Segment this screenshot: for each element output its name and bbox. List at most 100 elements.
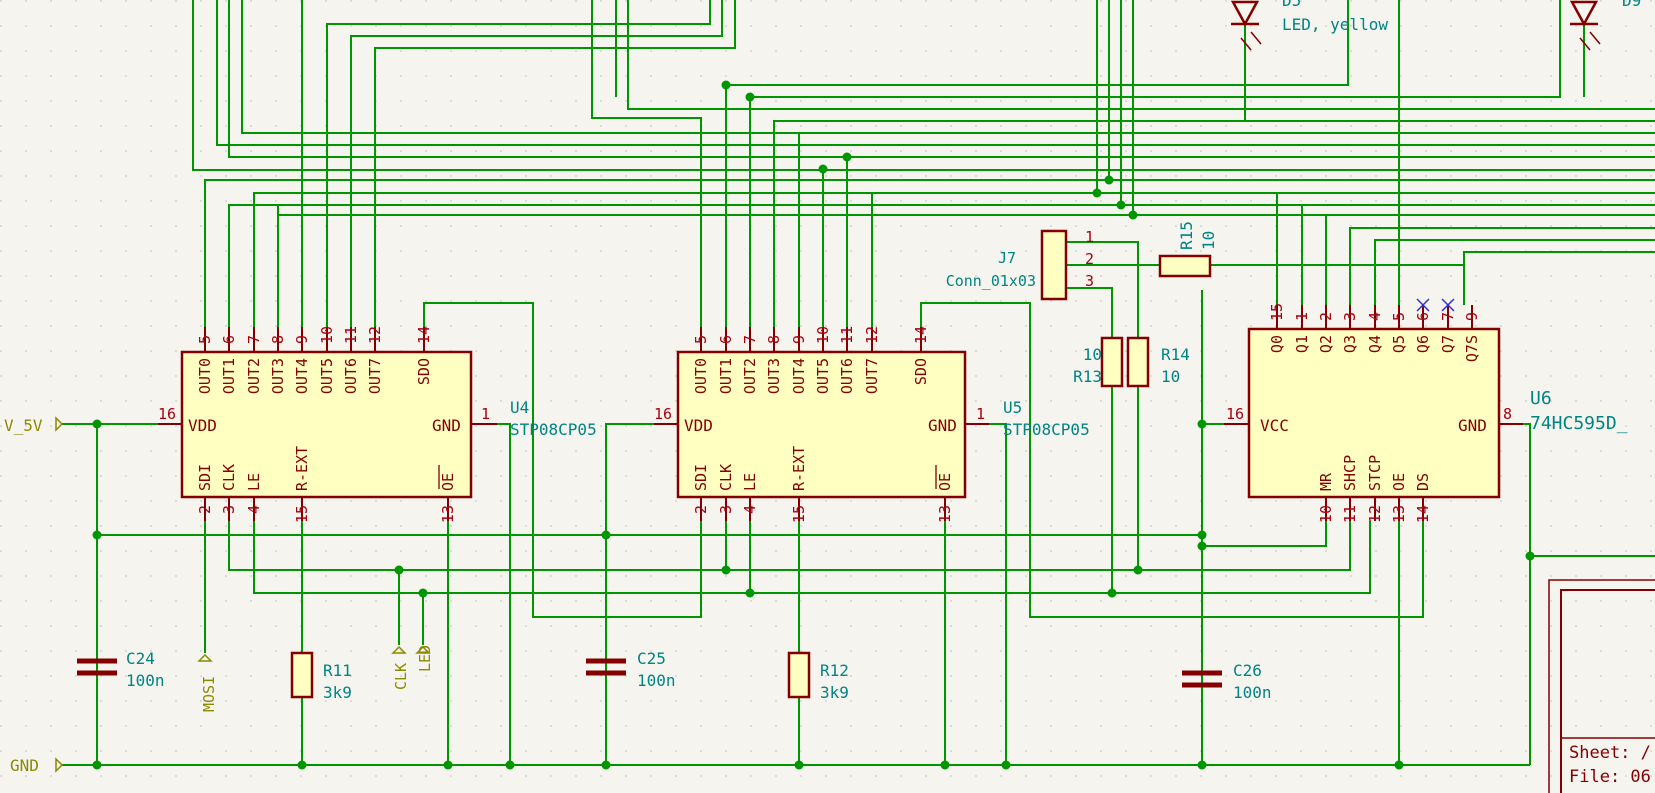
d5-symbol <box>1230 0 1262 51</box>
resistor-r15[interactable]: R15 10 <box>1177 221 1218 250</box>
u6-pin-vcc-name: VCC <box>1260 416 1289 435</box>
wire <box>497 423 511 765</box>
junction-dot <box>443 760 453 770</box>
junction-dot <box>1001 760 1011 770</box>
led-triangle <box>1569 0 1599 27</box>
v5v-flag <box>55 416 64 432</box>
wire <box>920 302 1424 618</box>
wire <box>253 521 1371 594</box>
u5-top-pin-num: 6 <box>717 335 735 344</box>
resistor-r12[interactable]: R12 3k9 <box>820 661 849 702</box>
d9-symbol <box>1569 0 1601 51</box>
j7-pin2-num: 2 <box>1085 250 1094 268</box>
junction-dot <box>940 760 950 770</box>
u4-top-pin-name: OUT7 <box>366 358 384 394</box>
capacitor-c25[interactable]: C25 100n <box>637 649 676 690</box>
resistor-r13[interactable]: 10 R13 <box>1073 345 1102 386</box>
u6-bottom-pin-name: SHCP <box>1341 455 1359 491</box>
net-label-gnd[interactable]: GND <box>10 756 39 775</box>
wire <box>423 302 702 618</box>
capacitor-c26[interactable]: C26 100n <box>1233 661 1272 702</box>
c26-ref: C26 <box>1233 661 1262 680</box>
net-label-mosi[interactable]: MOSI <box>200 676 218 712</box>
c25-value: 100n <box>637 671 676 690</box>
resistor-r14[interactable]: R14 10 <box>1161 345 1190 386</box>
u4-top-pin-name: OUT2 <box>245 358 263 394</box>
u5-pin-vdd-num: 16 <box>654 405 672 423</box>
u5-bottom-pin-num: 2 <box>692 505 710 514</box>
no-connect-x <box>1441 298 1455 312</box>
led-d9[interactable]: D9 <box>1622 0 1641 10</box>
junction-dot <box>818 164 828 174</box>
connector-j7[interactable]: J7 Conn_01x03 1 2 3 <box>946 228 1094 290</box>
junction-dot <box>394 565 404 575</box>
wire <box>773 120 1655 327</box>
u4-top-pin-num: 9 <box>293 335 311 344</box>
u6-bottom-pin-name: OE <box>1390 473 1408 491</box>
title-block-sheet: Sheet: / <box>1569 743 1651 763</box>
junction-dot <box>418 588 428 598</box>
u4-bottom-pin-name: SDI <box>196 464 214 491</box>
u5-bottom-pin-num: 4 <box>741 505 759 514</box>
junction-dot <box>1197 760 1207 770</box>
u5-top-pin-name: SDO <box>912 358 930 385</box>
u5-top-pin-name: OUT7 <box>863 358 881 394</box>
u6-bottom-pin-num: 14 <box>1414 505 1432 523</box>
u5-top-pin-name: OUT1 <box>717 358 735 394</box>
u5-top-pin-num: 5 <box>692 335 710 344</box>
u5-pin-gnd-num: 1 <box>976 405 985 423</box>
led-ray <box>1240 37 1252 51</box>
u5-bottom-pin-num: 3 <box>717 505 735 514</box>
net-label-led[interactable]: LED <box>416 645 434 672</box>
junction-dot <box>1128 210 1138 220</box>
d5-ref: D5 <box>1282 0 1301 10</box>
u4-bottom-pin-num: 13 <box>439 505 457 523</box>
led-d5[interactable]: D5 LED, yellow <box>1282 0 1388 34</box>
u6-top-pin-num: 7 <box>1439 312 1457 321</box>
junction-dot <box>601 530 611 540</box>
resistor-r11[interactable]: R11 3k9 <box>323 661 352 702</box>
wire <box>627 0 1655 110</box>
component-layer <box>55 0 1655 793</box>
ic-u5[interactable]: 5OUT06OUT17OUT28OUT39OUT410OUT511OUT612O… <box>654 326 1090 523</box>
wire <box>228 521 1138 571</box>
u5-pin-vdd-name: VDD <box>684 416 713 435</box>
ic-u4[interactable]: 5OUT06OUT17OUT28OUT39OUT410OUT511OUT612O… <box>158 326 597 523</box>
capacitor-c24[interactable]: C24 100n <box>126 649 165 690</box>
u6-bottom-pin-name: STCP <box>1366 455 1384 491</box>
u4-value: STP08CP05 <box>510 420 597 439</box>
junction-dot <box>1394 760 1404 770</box>
u4-bottom-pin-num: 15 <box>293 505 311 523</box>
u4-top-pin-num: 8 <box>269 335 287 344</box>
r12-value: 3k9 <box>820 683 849 702</box>
r11-value: 3k9 <box>323 683 352 702</box>
u6-top-pin-name: Q2 <box>1317 335 1335 353</box>
wire <box>1065 287 1113 338</box>
u5-bottom-pin-name: OE <box>936 473 954 491</box>
title-block: Sheet: / File: 06 <box>1569 743 1651 787</box>
led-ray <box>1250 31 1262 45</box>
junction-dot <box>505 760 515 770</box>
c24-ref: C24 <box>126 649 155 668</box>
u4-pin-gnd-name: GND <box>432 416 461 435</box>
u5-top-pin-name: OUT5 <box>814 358 832 394</box>
u5-top-pin-num: 9 <box>790 335 808 344</box>
net-label-v5v[interactable]: V_5V <box>4 416 43 435</box>
u5-ref: U5 <box>1003 398 1022 417</box>
u6-top-pin-name: Q6 <box>1414 335 1432 353</box>
junction-dot <box>721 565 731 575</box>
title-block-file: File: 06 <box>1569 767 1651 787</box>
led-triangle <box>1230 0 1260 27</box>
wire <box>725 0 1349 327</box>
c24-value: 100n <box>126 671 165 690</box>
wire <box>1463 251 1655 305</box>
d5-value: LED, yellow <box>1282 15 1388 34</box>
junction-dot <box>842 152 852 162</box>
junction-dot <box>1197 530 1207 540</box>
u5-top-pin-name: OUT2 <box>741 358 759 394</box>
net-label-clk[interactable]: CLK <box>392 663 410 690</box>
c25-symbol <box>586 658 626 676</box>
u4-bottom-pin-num: 4 <box>245 505 263 514</box>
